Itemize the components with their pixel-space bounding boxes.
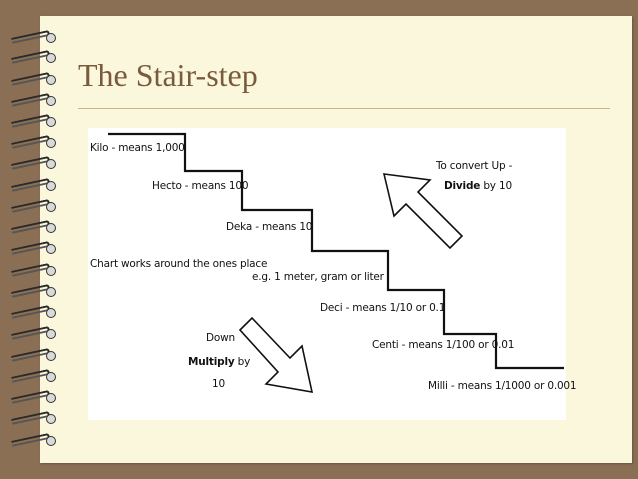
- ring-icon: [9, 410, 62, 426]
- ring-icon: [9, 49, 62, 65]
- multiply-keyword: Multiply: [188, 356, 235, 368]
- step-label: Centi - means 1/100 or 0.01: [372, 339, 515, 351]
- ring-icon: [9, 347, 62, 363]
- stair-step-diagram: Kilo - means 1,000 Hecto - means 100 Dek…: [88, 128, 577, 420]
- title-divider: [78, 108, 610, 109]
- ring-icon: [9, 113, 62, 129]
- ones-place-label: Chart works around the ones place: [90, 258, 268, 270]
- down-label: Down: [206, 332, 235, 344]
- ring-icon: [9, 219, 62, 235]
- multiply-suffix: by: [237, 356, 251, 368]
- ring-icon: [9, 368, 62, 384]
- up-arrow-icon: [382, 173, 464, 250]
- ring-icon: [9, 432, 62, 448]
- ring-icon: [9, 325, 62, 341]
- divide-keyword: Divide: [444, 180, 481, 192]
- ring-icon: [9, 389, 62, 405]
- ring-icon: [9, 92, 62, 108]
- convert-up-instruction: Divide by 10: [444, 180, 512, 192]
- staircase-line: [108, 132, 564, 370]
- stair-lines: [108, 132, 564, 393]
- down-arrow-icon: [238, 316, 314, 393]
- ring-icon: [9, 134, 62, 150]
- step-label: Milli - means 1/1000 or 0.001: [428, 380, 577, 392]
- ring-icon: [9, 177, 62, 193]
- ring-icon: [9, 283, 62, 299]
- ones-place-example: e.g. 1 meter, gram or liter: [252, 271, 384, 283]
- slide-title: The Stair-step: [78, 57, 258, 93]
- step-label: Deka - means 10: [226, 221, 313, 233]
- ring-icon: [9, 304, 62, 320]
- ring-icon: [9, 198, 62, 214]
- step-label: Deci - means 1/10 or 0.1: [320, 302, 446, 314]
- divide-suffix: by 10: [483, 180, 512, 192]
- step-label: Kilo - means 1,000: [90, 142, 185, 154]
- ring-icon: [9, 240, 62, 256]
- ring-icon: [9, 29, 62, 45]
- multiply-factor: 10: [212, 378, 225, 390]
- ring-icon: [9, 262, 62, 278]
- ring-icon: [9, 155, 62, 171]
- ring-icon: [9, 71, 62, 87]
- step-label: Hecto - means 100: [152, 180, 249, 192]
- down-instruction: Multiply by: [188, 356, 250, 368]
- convert-up-label: To convert Up -: [436, 160, 513, 172]
